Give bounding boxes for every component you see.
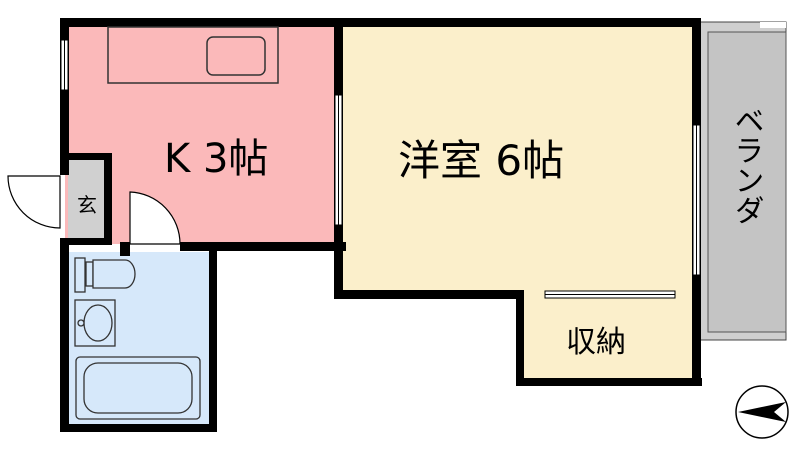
entrance-door [7, 175, 61, 229]
western-room-label: 洋室 6帖 [398, 136, 564, 185]
north-arrow-icon [735, 385, 789, 439]
storage-label: 収納 [566, 325, 626, 360]
kitchen-label: K 3帖 [164, 136, 268, 182]
western-room [342, 26, 698, 292]
sink-icon [206, 36, 266, 76]
entrance [68, 158, 108, 242]
entrance-label: 玄 [77, 193, 97, 217]
windows [60, 39, 701, 299]
kitchen-counter [107, 26, 279, 84]
bathroom-fixtures [74, 257, 201, 420]
balcony-floor [707, 31, 787, 333]
storage [520, 292, 698, 382]
bathroom-door [129, 191, 181, 245]
washbasin-icon [74, 299, 116, 347]
balcony: ベランダ [693, 21, 787, 341]
bathtub-icon [75, 356, 201, 420]
balcony-label: ベランダ [729, 105, 764, 225]
toilet-icon [74, 257, 136, 293]
